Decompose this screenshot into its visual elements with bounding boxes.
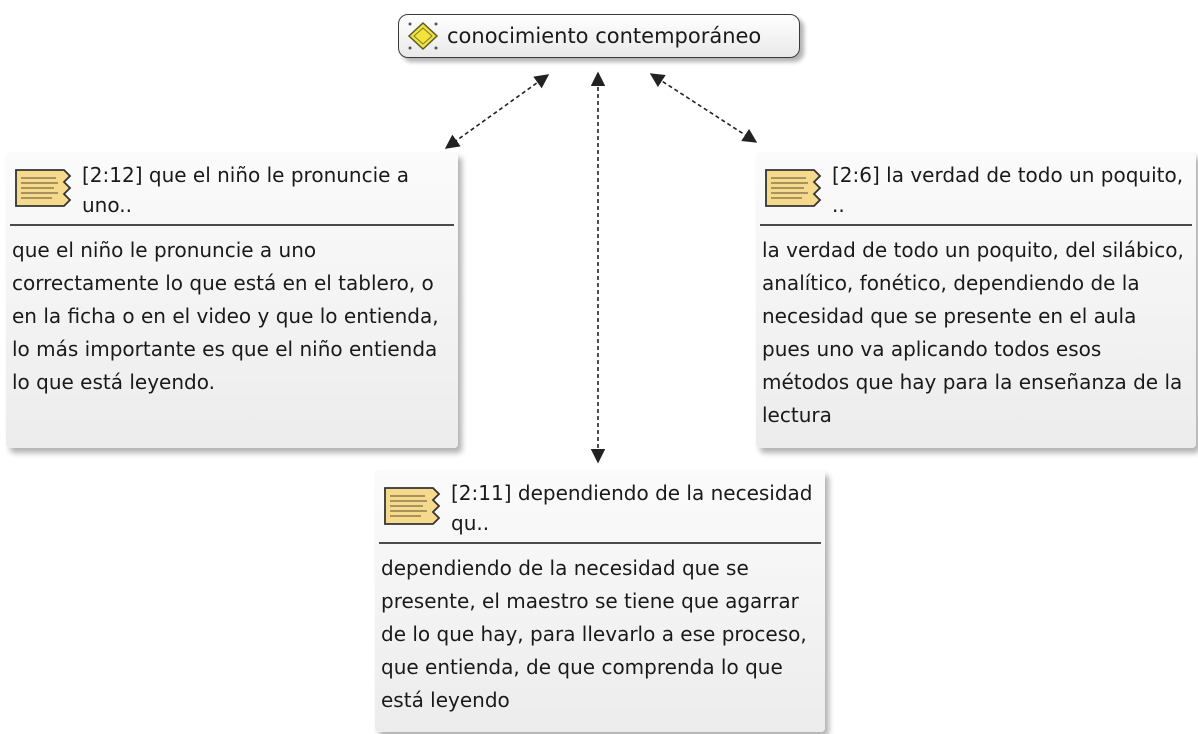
link-code-to-quote-2-12[interactable] [444,74,550,149]
document-icon [15,169,72,207]
document-icon [384,487,441,525]
divider [10,224,454,226]
quote-title: [2:6] la verdad de todo un poquito, .. [832,163,1184,217]
quote-node-2-11[interactable]: [2:11] dependiendo de la necesidad qu.. … [375,470,825,732]
quote-node-2-6[interactable]: [2:6] la verdad de todo un poquito, .. l… [756,152,1196,448]
code-diamond-icon [407,21,439,51]
quote-text: dependiendo de la necesidad que se prese… [381,556,807,712]
link-code-to-quote-2-6[interactable] [649,73,758,143]
code-label: conocimiento contemporáneo [447,24,762,48]
code-node[interactable]: conocimiento contemporáneo [398,14,800,58]
quote-node-2-12[interactable]: [2:12] que el niño le pronuncie a uno.. … [6,152,458,448]
divider [379,542,821,544]
quote-text: que el niño le pronuncie a uno correctam… [12,238,439,394]
document-icon [765,169,822,207]
quote-text: la verdad de todo un poquito, del silábi… [762,238,1184,427]
quote-title: [2:12] que el niño le pronuncie a uno.. [82,163,410,217]
divider [760,224,1192,226]
quote-title: [2:11] dependiendo de la necesidad qu.. [451,481,813,535]
